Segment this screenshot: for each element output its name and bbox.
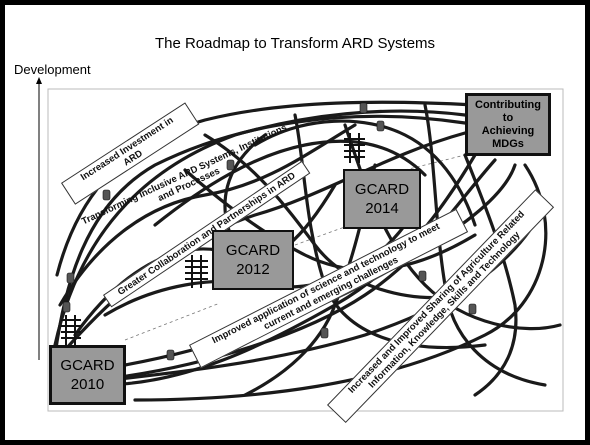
slide-title: The Roadmap to Transform ARD Systems — [154, 35, 436, 52]
diagram-frame — [47, 88, 564, 412]
y-axis-label: Development — [14, 62, 91, 77]
gcard-2010-box: GCARD 2010 — [49, 345, 126, 405]
gcard-2012-box: GCARD 2012 — [212, 230, 294, 290]
ladder-icon — [61, 315, 81, 345]
ladder-icon — [344, 133, 365, 163]
dashed-guides — [124, 154, 466, 341]
y-axis-arrowhead — [36, 77, 42, 84]
ladder-icons — [61, 133, 365, 345]
ladder-icon — [185, 255, 208, 288]
slide: The Roadmap to Transform ARD Systems Dev… — [5, 5, 585, 440]
gcard-2014-box: GCARD 2014 — [343, 169, 421, 229]
milestone-cylinders — [62, 102, 477, 361]
mdgs-goal-box: Contributing to Achieving MDGs — [465, 93, 551, 156]
